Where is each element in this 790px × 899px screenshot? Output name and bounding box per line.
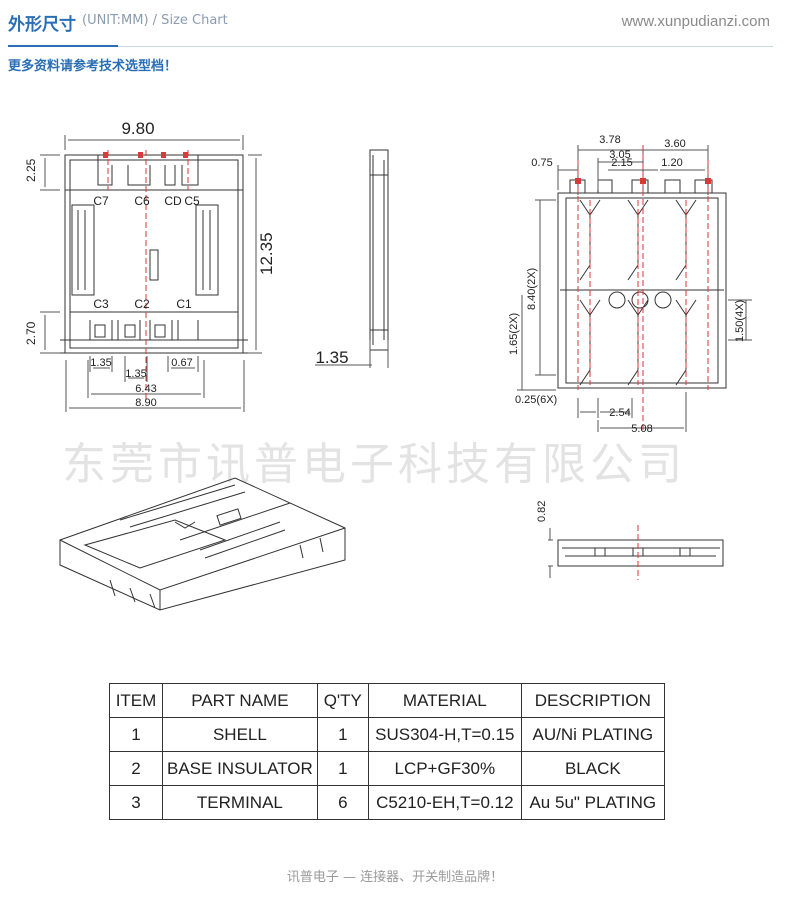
col-item: ITEM — [109, 683, 163, 718]
table-row: 3 TERMINAL 6 C5210-EH,T=0.12 Au 5u" PLAT… — [109, 785, 665, 820]
col-description: DESCRIPTION — [520, 683, 665, 718]
table-row: 2 BASE INSULATOR 1 LCP+GF30% BLACK — [109, 751, 665, 786]
dim-side-height: 1.35 — [315, 348, 348, 367]
dim-pitch-b: 1.35 — [125, 368, 146, 380]
bill-of-materials-table: ITEM PART NAME Q'TY MATERIAL DESCRIPTION… — [109, 683, 665, 820]
watermark: 东莞市讯普电子科技有限公司 — [62, 439, 686, 490]
cell-item: 2 — [109, 751, 163, 786]
cell-description: Au 5u" PLATING — [520, 785, 665, 820]
dim-span-outer: 8.90 — [135, 397, 156, 409]
cell-qty: 1 — [316, 717, 369, 752]
col-qty: Q'TY — [316, 683, 369, 718]
dim-fp-d1: 3.78 — [599, 134, 620, 146]
col-part-name: PART NAME — [162, 683, 318, 718]
footprint-view — [517, 145, 752, 432]
cell-part-name: SHELL — [162, 717, 318, 752]
contact-label-1: C6 — [134, 194, 150, 208]
page-footer: 讯普电子 — 连接器、开关制造品牌！ — [286, 870, 504, 885]
cell-description: BLACK — [520, 751, 665, 786]
cell-material: LCP+GF30% — [367, 751, 522, 786]
contact-label-2: CD — [164, 194, 182, 208]
dim-bottom-offset: 2.70 — [24, 321, 38, 345]
table-row: 1 SHELL 1 SUS304-H,T=0.15 AU/Ni PLATING — [109, 717, 665, 752]
dim-pitch-a: 1.35 — [90, 357, 111, 369]
contact-label-6: C1 — [176, 297, 192, 311]
dim-fp-d12: 5.08 — [631, 423, 652, 435]
top-view — [40, 135, 262, 412]
contact-label-0: C7 — [93, 194, 109, 208]
header-site-url[interactable]: www.xunpudianzi.com — [621, 13, 770, 30]
dim-fp-d4: 0.75 — [531, 157, 552, 169]
cell-qty: 6 — [316, 785, 369, 820]
dim-fp-d10: 0.25(6X) — [515, 394, 557, 406]
cell-material: C5210-EH,T=0.12 — [367, 785, 522, 820]
cell-item: 3 — [109, 785, 163, 820]
dim-span-inner: 6.43 — [135, 383, 156, 395]
end-view — [548, 528, 724, 578]
header-subtitle: (UNIT:MM) / Size Chart — [82, 13, 228, 28]
dim-fp-d11: 2.54 — [609, 407, 630, 419]
header-divider — [118, 46, 773, 47]
dimension-labels: 9.80 2.25 12.35 2.70 C7 C6 CD C5 C3 C2 C… — [24, 119, 746, 522]
dim-fp-d6: 1.20 — [661, 157, 682, 169]
page-header: 外形尺寸 (UNIT:MM) / Size Chart www.xunpudia… — [0, 0, 790, 47]
dim-fp-d8: 1.65(2X) — [508, 313, 520, 355]
isometric-view — [59, 477, 346, 611]
contact-label-4: C3 — [93, 297, 109, 311]
col-material: MATERIAL — [367, 683, 522, 718]
cell-part-name: BASE INSULATOR — [162, 751, 318, 786]
dim-end-height: 0.82 — [536, 501, 548, 522]
contact-markers — [103, 152, 711, 184]
contact-label-3: C5 — [184, 194, 200, 208]
dim-height: 12.35 — [257, 232, 276, 275]
cell-item: 1 — [109, 717, 163, 752]
dim-width: 9.80 — [121, 119, 154, 138]
dim-fp-d3: 3.05 — [609, 149, 630, 161]
cell-description: AU/Ni PLATING — [520, 717, 665, 752]
technical-drawing: 9.80 2.25 12.35 2.70 C7 C6 CD C5 C3 C2 C… — [24, 119, 752, 611]
cell-qty: 1 — [316, 751, 369, 786]
table-header-row: ITEM PART NAME Q'TY MATERIAL DESCRIPTION — [109, 683, 665, 718]
contact-label-5: C2 — [134, 297, 150, 311]
header-accent-line — [8, 45, 118, 47]
dim-fp-d2: 3.60 — [664, 138, 685, 150]
dim-fp-d7: 8.40(2X) — [526, 268, 538, 310]
dim-top-offset: 2.25 — [24, 158, 38, 182]
centerlines — [107, 145, 709, 580]
dim-fp-d5: 2.15 — [611, 157, 632, 169]
cell-material: SUS304-H,T=0.15 — [367, 717, 522, 752]
side-view — [315, 149, 389, 368]
dim-fp-d9: 1.50(4X) — [734, 300, 746, 342]
cell-part-name: TERMINAL — [162, 785, 318, 820]
dim-pad-width: 0.67 — [171, 357, 192, 369]
header-title: 外形尺寸 — [8, 15, 76, 35]
reference-note: 更多资料请参考技术选型档！ — [8, 59, 178, 74]
